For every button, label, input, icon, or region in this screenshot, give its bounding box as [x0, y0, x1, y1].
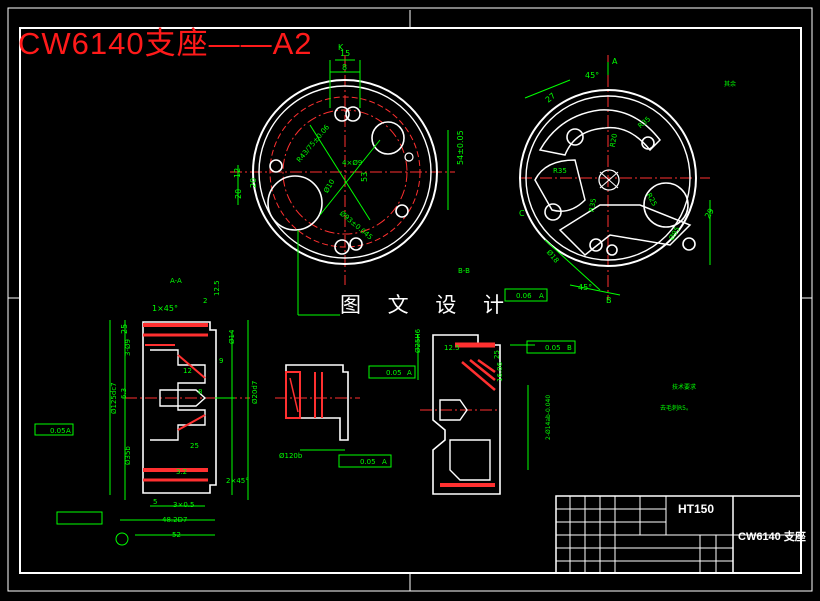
tol-aa-datum: A [66, 427, 71, 435]
tol-top-datum: A [539, 292, 544, 300]
watermark-text: 图 文 设 计 [340, 293, 515, 317]
dim-8-inner: 8 [198, 388, 202, 396]
notes-heading: 技术要求 [672, 383, 696, 391]
dim-9: 9 [219, 357, 223, 365]
tol-mid-datum: A [382, 458, 387, 466]
dim-12-inner: 12 [183, 367, 192, 375]
drawing-title: CW6140支座——A2 [18, 26, 313, 61]
title-block [555, 495, 802, 574]
dim-20-right: 20 [249, 178, 258, 188]
tol-aa-value: 0.05 [50, 427, 66, 435]
drawing-frame [7, 7, 813, 592]
dim-c-marker: C [519, 209, 525, 218]
tol-bb2-datum: A [407, 369, 412, 377]
section-bb: Ø25H6 12.5 25 16.06 2-Ø14ab-0.040 B-B 0.… [368, 267, 576, 495]
dim-1x45: 1×45° [152, 304, 178, 313]
middle-part: Ø120b 0.05 A [275, 364, 392, 468]
section-aa: 1×45° 12.5 2 25 3-Ø9 6.3 Ø125dc7 Ø35b Ø1… [34, 277, 259, 546]
dim-3-2-inner: 3.2 [176, 468, 187, 476]
dim-d35: Ø35b [124, 446, 132, 465]
tol-bb-value: 0.05 [545, 344, 561, 352]
dim-54: 54±0.05 [456, 130, 465, 165]
dim-3x05: 3×0.5 [173, 501, 194, 509]
dim-r35-a: R35 [553, 167, 567, 175]
dim-16-06: 16.06 [496, 361, 504, 382]
technical-notes: 技术要求 去毛刺R5。 其余 [660, 80, 736, 412]
dim-45-top: 45° [585, 71, 599, 80]
dim-2xd14: 2-Ø14ab-0.040 [545, 395, 552, 440]
dim-48-2: 48.2D7 [162, 516, 187, 524]
notes-line1: 去毛刺R5。 [660, 404, 692, 412]
dim-6-3: 6.3 [120, 388, 128, 399]
dim-4xd9: 4×Ø9 [342, 159, 362, 167]
tolerance-frame-top: 0.06 A [504, 288, 548, 302]
dim-53: 53 [360, 172, 369, 182]
tol-top-value: 0.06 [516, 292, 532, 300]
finish-symbol-label: 其余 [724, 80, 736, 88]
dim-29: 29 [703, 207, 716, 220]
top-view-right: A 45° 27 R35 R20 R25 R35 R35 Ø95 29 45° … [519, 55, 716, 305]
dim-r35-c: R35 [588, 198, 598, 213]
dim-b-marker: B [606, 296, 612, 305]
dim-3xd9: 3-Ø9 [124, 339, 132, 356]
dim-5: 5 [153, 498, 157, 506]
dim-12-5: 12.5 [213, 280, 221, 296]
top-view-left: 15 8 20 12 20 53 54±0.05 Ø10 4×Ø9 Ø93±0.… [230, 43, 465, 316]
dim-45-bottom: 45° [578, 283, 592, 292]
dim-15: 15 [340, 49, 350, 58]
tol-bb2-value: 0.05 [386, 369, 402, 377]
view-k-label: K [338, 43, 344, 52]
dim-a-marker: A [612, 57, 618, 66]
dim-d125: Ø125dc7 [110, 382, 118, 414]
dim-25-inner: 25 [190, 442, 199, 450]
dim-2x45: 2×45° [226, 477, 249, 485]
dim-20-left: 20 [234, 189, 243, 199]
dim-d93: Ø93±0.045 [338, 209, 374, 241]
part-name-label: CW6140 支座 [738, 531, 806, 543]
section-aa-label: A-A [170, 277, 182, 285]
dim-25-bb: 25 [493, 350, 501, 359]
dim-d14: Ø14 [228, 329, 236, 344]
dim-12-5-bb: 12.5 [444, 344, 460, 352]
dim-8: 8 [342, 63, 347, 72]
dim-52: 52 [172, 531, 181, 539]
dim-d10: Ø10 [322, 178, 336, 194]
dim-d120: Ø120b [279, 452, 303, 460]
dim-d20: Ø20d7 [251, 381, 259, 404]
dim-r20: R20 [609, 133, 619, 148]
dim-12: 12 [233, 168, 242, 178]
dim-27: 27 [544, 91, 558, 104]
dim-r25: R25 [645, 192, 659, 208]
material-label: HT150 [678, 502, 715, 516]
dim-d25h6: Ø25H6 [414, 328, 422, 353]
dim-25-top: 25 [120, 324, 129, 334]
tol-mid-value: 0.05 [360, 458, 376, 466]
tol-bb-datum: B [567, 344, 572, 352]
section-bb-label: B-B [458, 267, 470, 275]
dim-2: 2 [203, 297, 207, 305]
